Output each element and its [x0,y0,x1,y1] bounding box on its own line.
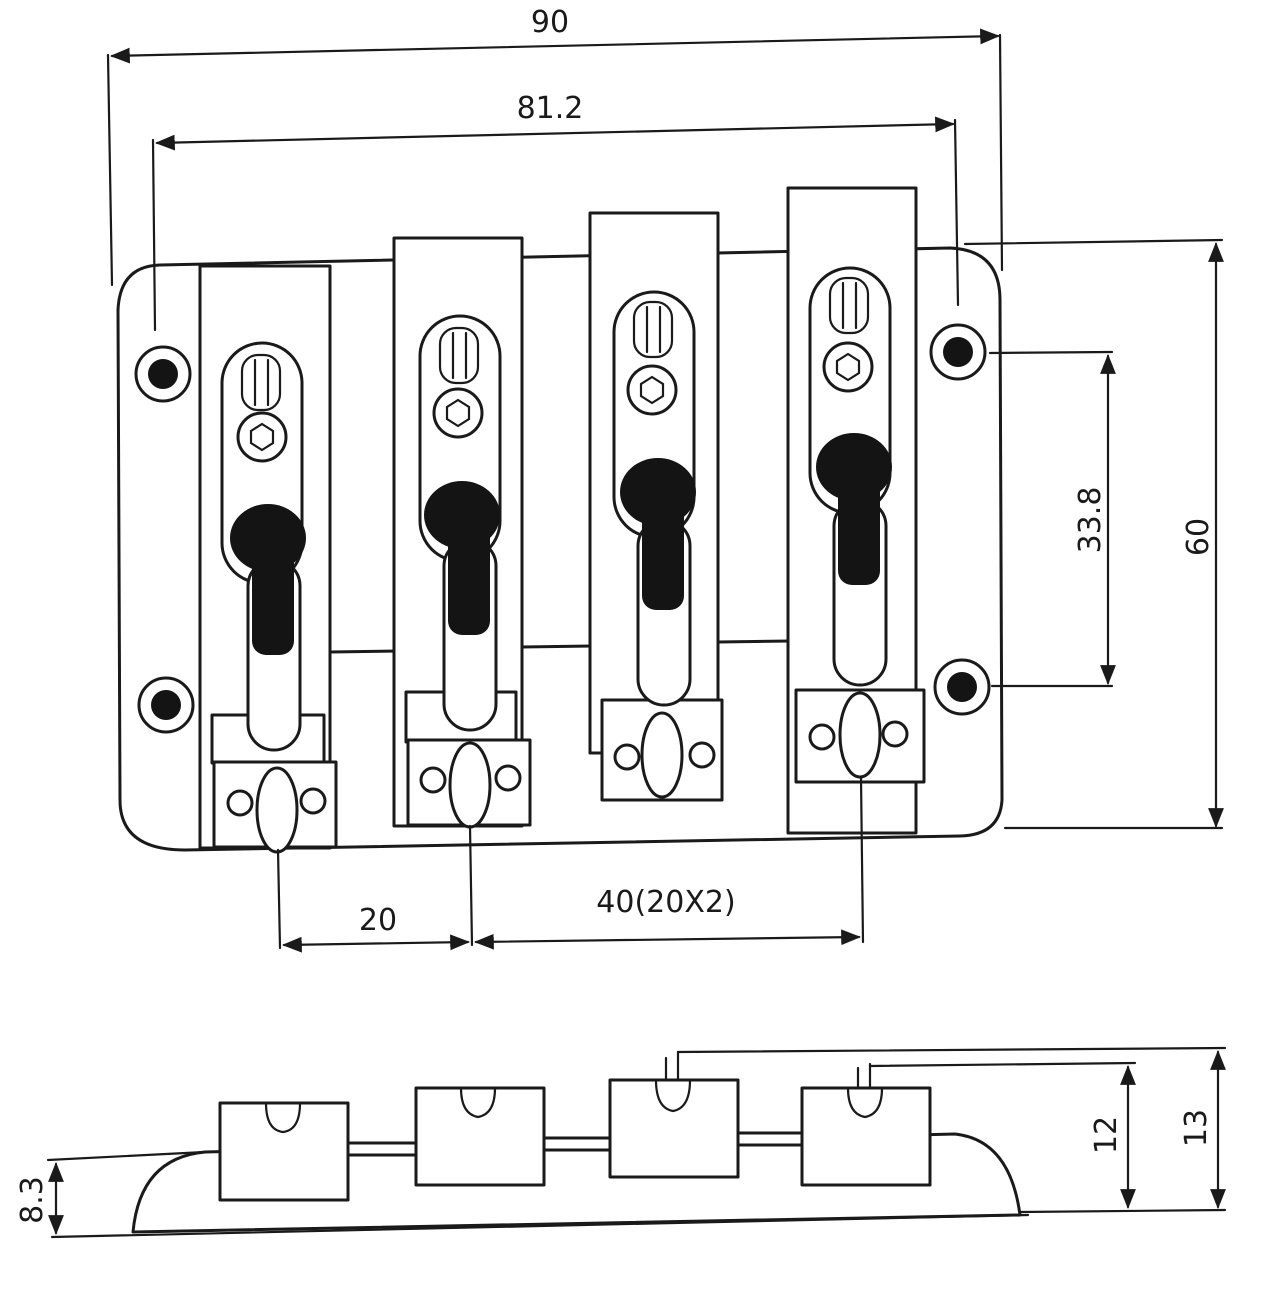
side-saddle-1 [218,1101,350,1202]
dim-mounting-hole-span: 81.2 [517,91,584,126]
side-base [131,1132,1022,1234]
dim-saddle-height-low: 12 [1089,1116,1124,1154]
side-saddle-3 [608,1050,740,1179]
dim-mounting-hole-spacing: 33.8 [1073,487,1108,554]
dim-string-spacing-single: 20 [359,903,397,938]
side-saddle-2 [414,1086,546,1187]
saddle-2 [392,236,532,829]
dim-saddle-height-high: 13 [1179,1109,1214,1147]
saddle-3 [588,211,724,802]
dim-overall-width: 90 [531,5,569,40]
dim-overall-height: 60 [1181,518,1216,556]
mounting-hole [134,345,192,403]
base-plate [116,246,1004,852]
dim-base-height: 8.3 [15,1176,50,1224]
side-saddle-4 [800,1062,932,1187]
mounting-hole [933,658,991,716]
side-view: 8.3 12 13 [15,1046,1227,1239]
saddle-1 [198,264,338,854]
mounting-hole [137,676,195,734]
saddle-4 [786,186,926,835]
dim-string-spacing-multi: 40(20X2) [596,885,735,920]
mounting-hole [929,323,987,381]
top-view: 90 81.2 20 40(20X2) 60 33.8 [106,5,1224,953]
